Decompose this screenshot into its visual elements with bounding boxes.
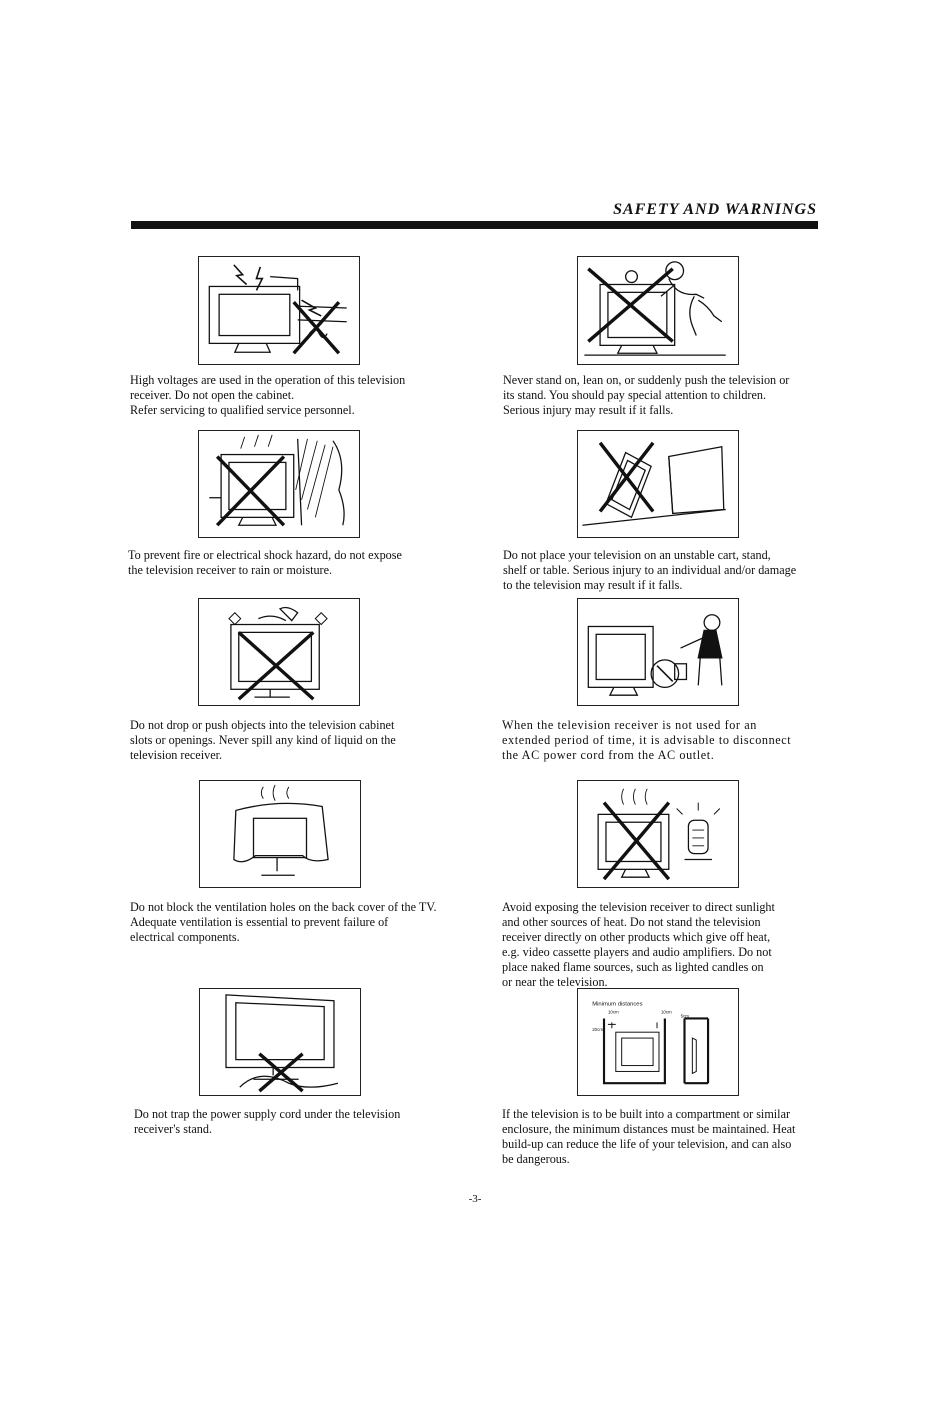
caption-minimum-distances: If the television is to be built into a …	[502, 1107, 796, 1166]
caption-child-climbing: Never stand on, lean on, or suddenly pus…	[503, 373, 790, 417]
caption-unplug: When the television receiver is not used…	[502, 718, 792, 762]
child-climbing-icon	[577, 256, 739, 365]
label-back-distance: 5cm	[681, 1013, 690, 1018]
spill-liquid-icon	[198, 598, 360, 706]
page-number: -3-	[468, 1193, 482, 1205]
caption-falling-tv: Do not place your television on an unsta…	[503, 548, 797, 592]
trapped-cord-icon	[199, 988, 361, 1096]
caption-spill-liquid: Do not drop or push objects into the tel…	[130, 718, 396, 762]
caption-heater: Avoid exposing the television receiver t…	[502, 900, 775, 989]
caption-high-voltage: High voltages are used in the operation …	[130, 373, 406, 417]
falling-tv-icon	[577, 430, 739, 538]
header-rule	[131, 221, 818, 229]
label-top-distance: 10cm	[608, 1010, 619, 1015]
covered-tv-icon	[199, 780, 361, 888]
rain-icon	[198, 430, 360, 538]
minimum-distances-icon: Minimum distances 10cm 10cm 5cm 20cm	[577, 988, 739, 1096]
caption-covered-tv: Do not block the ventilation holes on th…	[130, 900, 437, 944]
unplug-icon	[577, 598, 739, 706]
caption-trapped-cord: Do not trap the power supply cord under …	[134, 1107, 401, 1136]
page-title: SAFETY AND WARNINGS	[613, 201, 817, 218]
heater-icon	[577, 780, 739, 888]
high-voltage-icon	[198, 256, 360, 365]
label-left-distance: 20cm	[592, 1027, 603, 1032]
diagram-title: Minimum distances	[592, 1002, 642, 1008]
caption-rain: To prevent fire or electrical shock haza…	[128, 548, 402, 577]
label-right-distance: 10cm	[661, 1010, 672, 1015]
